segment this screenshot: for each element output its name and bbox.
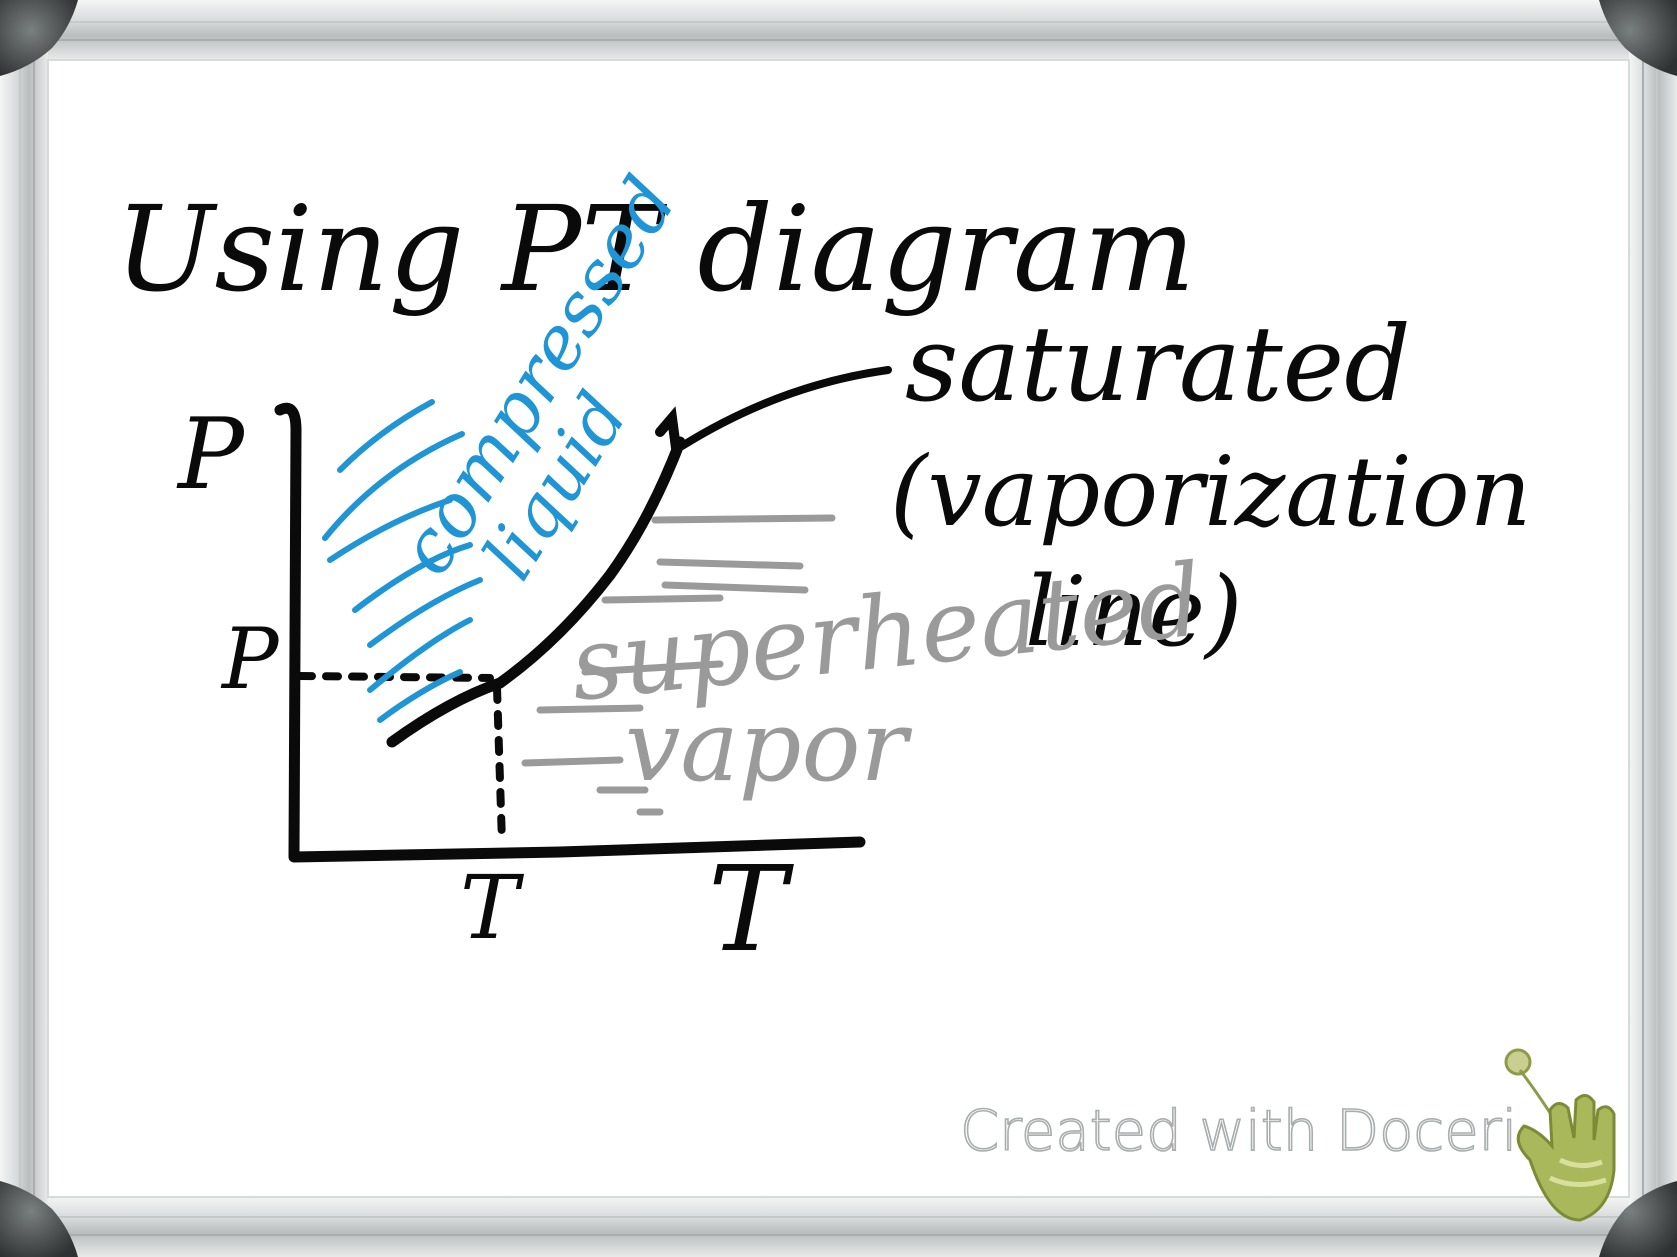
dashed-guides (296, 672, 506, 846)
vertical-dashed-line (493, 684, 506, 846)
corner-top-right (1599, 0, 1677, 76)
saturated-label: saturated (905, 303, 1411, 425)
saturation-curve (386, 436, 686, 748)
horizontal-dashed-line (296, 672, 494, 682)
corner-bottom-left (0, 1181, 78, 1257)
y-axis-label: P (176, 398, 246, 512)
curve-endpoint-mark (655, 406, 681, 453)
vaporization-label: (vaporization (890, 436, 1531, 548)
vapor-label: vapor (625, 690, 913, 804)
compressed-liquid-hatching (322, 399, 483, 723)
doceri-watermark: Created with Doceri (960, 1099, 1517, 1164)
title-text: Using PT diagram (115, 180, 1195, 318)
x-axis (288, 836, 866, 863)
pt-axes (274, 402, 866, 863)
line-label: line) (1025, 556, 1243, 668)
x-tick-label: T (460, 856, 525, 959)
corner-bottom-right (1599, 1181, 1677, 1257)
superheated-vapor-hatching (521, 514, 836, 816)
pointer-arrow (678, 366, 892, 450)
x-axis-label: T (708, 840, 794, 978)
y-tick-label: P (220, 610, 280, 708)
corner-top-left (0, 0, 78, 76)
doceri-hand-logo (1504, 1048, 1616, 1222)
y-axis (274, 402, 302, 861)
